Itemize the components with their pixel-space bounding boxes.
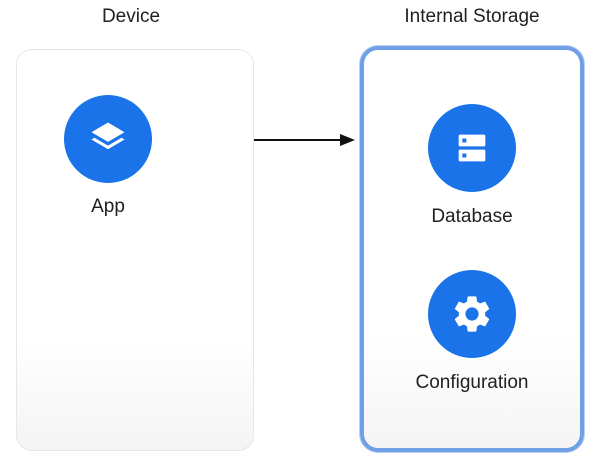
configuration-label: Configuration xyxy=(415,372,529,393)
layers-icon xyxy=(91,122,125,150)
device-title: Device xyxy=(101,6,161,27)
gear-icon xyxy=(454,296,490,332)
flow-arrow xyxy=(254,134,355,146)
database-icon xyxy=(458,134,486,162)
app-node xyxy=(64,95,152,183)
storage-title: Internal Storage xyxy=(404,6,540,27)
app-label: App xyxy=(91,196,125,217)
configuration-node xyxy=(428,270,516,358)
database-label: Database xyxy=(431,206,513,227)
database-node xyxy=(428,104,516,192)
